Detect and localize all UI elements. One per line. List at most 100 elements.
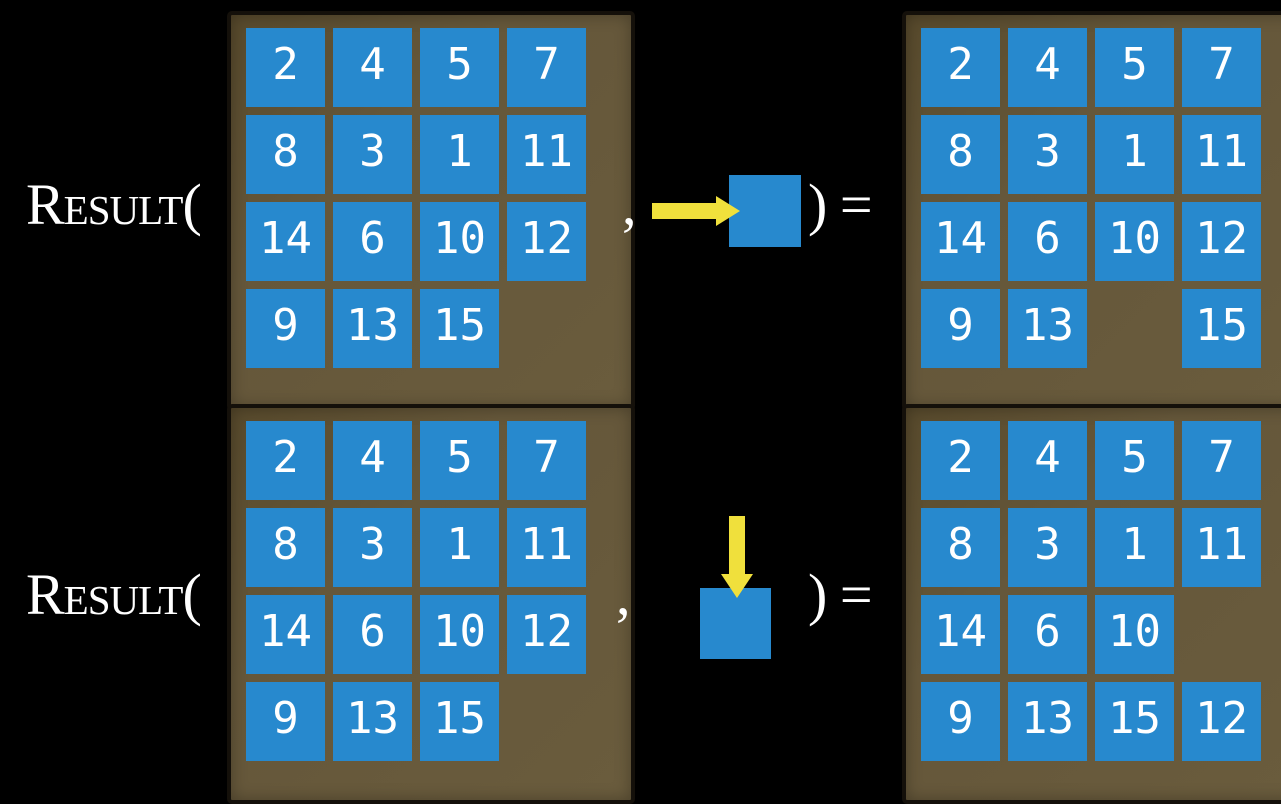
puzzle-tile: 6	[333, 595, 412, 674]
tile-number: 14	[259, 212, 312, 264]
tile-number: 6	[359, 212, 386, 264]
tile-number: 9	[947, 299, 974, 351]
tile-number: 7	[1208, 431, 1235, 483]
close-paren-equals-2: ) =	[808, 562, 873, 627]
comma-separator-2: ,	[616, 562, 630, 627]
tile-number: 10	[433, 212, 486, 264]
tile-number: 3	[1034, 518, 1061, 570]
empty-cell	[507, 682, 586, 761]
puzzle-tile: 9	[921, 682, 1000, 761]
puzzle-tile: 9	[246, 289, 325, 368]
puzzle-tile: 4	[333, 28, 412, 107]
tile-number: 2	[272, 431, 299, 483]
tile-number: 9	[272, 299, 299, 351]
tile-number: 7	[1208, 38, 1235, 90]
tile-number: 11	[1195, 125, 1248, 177]
puzzle-tile: 1	[1095, 508, 1174, 587]
tile-number: 6	[1034, 212, 1061, 264]
tile-number: 13	[346, 299, 399, 351]
tile-number: 11	[520, 125, 573, 177]
tile-number: 2	[272, 38, 299, 90]
tile-number: 6	[1034, 605, 1061, 657]
puzzle-tile: 2	[921, 421, 1000, 500]
puzzle-tile: 4	[333, 421, 412, 500]
puzzle-tile: 14	[921, 595, 1000, 674]
puzzle-tile: 2	[246, 28, 325, 107]
result-function-label-2: Result(	[26, 562, 202, 627]
puzzle-tile: 4	[1008, 28, 1087, 107]
tile-number: 15	[1195, 299, 1248, 351]
tile-number: 12	[1195, 212, 1248, 264]
puzzle-tile: 6	[333, 202, 412, 281]
tile-number: 12	[520, 212, 573, 264]
tile-number: 10	[1108, 212, 1161, 264]
tile-number: 2	[947, 38, 974, 90]
tile-number: 4	[359, 38, 386, 90]
tile-number: 9	[272, 692, 299, 744]
puzzle-tile: 5	[1095, 28, 1174, 107]
puzzle-tile: 11	[507, 508, 586, 587]
tile-number: 1	[446, 125, 473, 177]
puzzle-tile: 13	[1008, 289, 1087, 368]
puzzle-tile: 5	[420, 421, 499, 500]
tile-number: 5	[1121, 38, 1148, 90]
puzzle-tile: 11	[1182, 115, 1261, 194]
tile-number: 12	[1195, 692, 1248, 744]
move-down-arrow-icon	[721, 516, 753, 598]
puzzle-tile: 13	[333, 289, 412, 368]
puzzle-tile: 11	[507, 115, 586, 194]
empty-cell	[507, 289, 586, 368]
action-tile-square-2	[700, 588, 771, 659]
puzzle-tile: 3	[333, 115, 412, 194]
puzzle-tile: 5	[1095, 421, 1174, 500]
tile-number: 13	[1021, 299, 1074, 351]
tile-number: 5	[446, 431, 473, 483]
tile-number: 8	[947, 125, 974, 177]
comma-separator-1: ,	[622, 172, 636, 237]
puzzle-tile: 2	[246, 421, 325, 500]
puzzle-tile: 10	[420, 202, 499, 281]
tile-number: 1	[446, 518, 473, 570]
tile-number: 14	[934, 212, 987, 264]
puzzle-tile: 12	[1182, 682, 1261, 761]
puzzle-tile: 10	[1095, 202, 1174, 281]
puzzle-tile: 13	[333, 682, 412, 761]
tile-number: 14	[259, 605, 312, 657]
puzzle-tile: 1	[420, 115, 499, 194]
puzzle-tile: 11	[1182, 508, 1261, 587]
puzzle-tile: 7	[1182, 421, 1261, 500]
puzzle-tile: 6	[1008, 202, 1087, 281]
tile-number: 8	[947, 518, 974, 570]
move-right-arrow-icon	[652, 196, 740, 226]
tile-number: 2	[947, 431, 974, 483]
tile-number: 5	[446, 38, 473, 90]
puzzle-tile: 9	[246, 682, 325, 761]
tile-number: 13	[1021, 692, 1074, 744]
tile-number: 1	[1121, 125, 1148, 177]
tile-number: 3	[359, 125, 386, 177]
tile-number: 4	[1034, 38, 1061, 90]
puzzle-tile: 3	[333, 508, 412, 587]
tile-number: 7	[533, 431, 560, 483]
puzzle-tile: 14	[921, 202, 1000, 281]
tile-number: 15	[433, 692, 486, 744]
close-paren-equals-1: ) =	[808, 172, 873, 237]
puzzle-tile: 13	[1008, 682, 1087, 761]
tile-number: 15	[1108, 692, 1161, 744]
tile-number: 3	[1034, 125, 1061, 177]
puzzle-tile: 10	[1095, 595, 1174, 674]
puzzle-tile: 15	[420, 682, 499, 761]
tile-number: 8	[272, 125, 299, 177]
puzzle-tile: 7	[507, 28, 586, 107]
tile-number: 4	[1034, 431, 1061, 483]
tile-number: 4	[359, 431, 386, 483]
tile-number: 9	[947, 692, 974, 744]
puzzle-tile: 7	[507, 421, 586, 500]
puzzle-tile: 3	[1008, 508, 1087, 587]
puzzle-tile: 15	[1182, 289, 1261, 368]
empty-cell	[1095, 289, 1174, 368]
puzzle-tile: 1	[420, 508, 499, 587]
result-function-label-1: Result(	[26, 172, 202, 237]
